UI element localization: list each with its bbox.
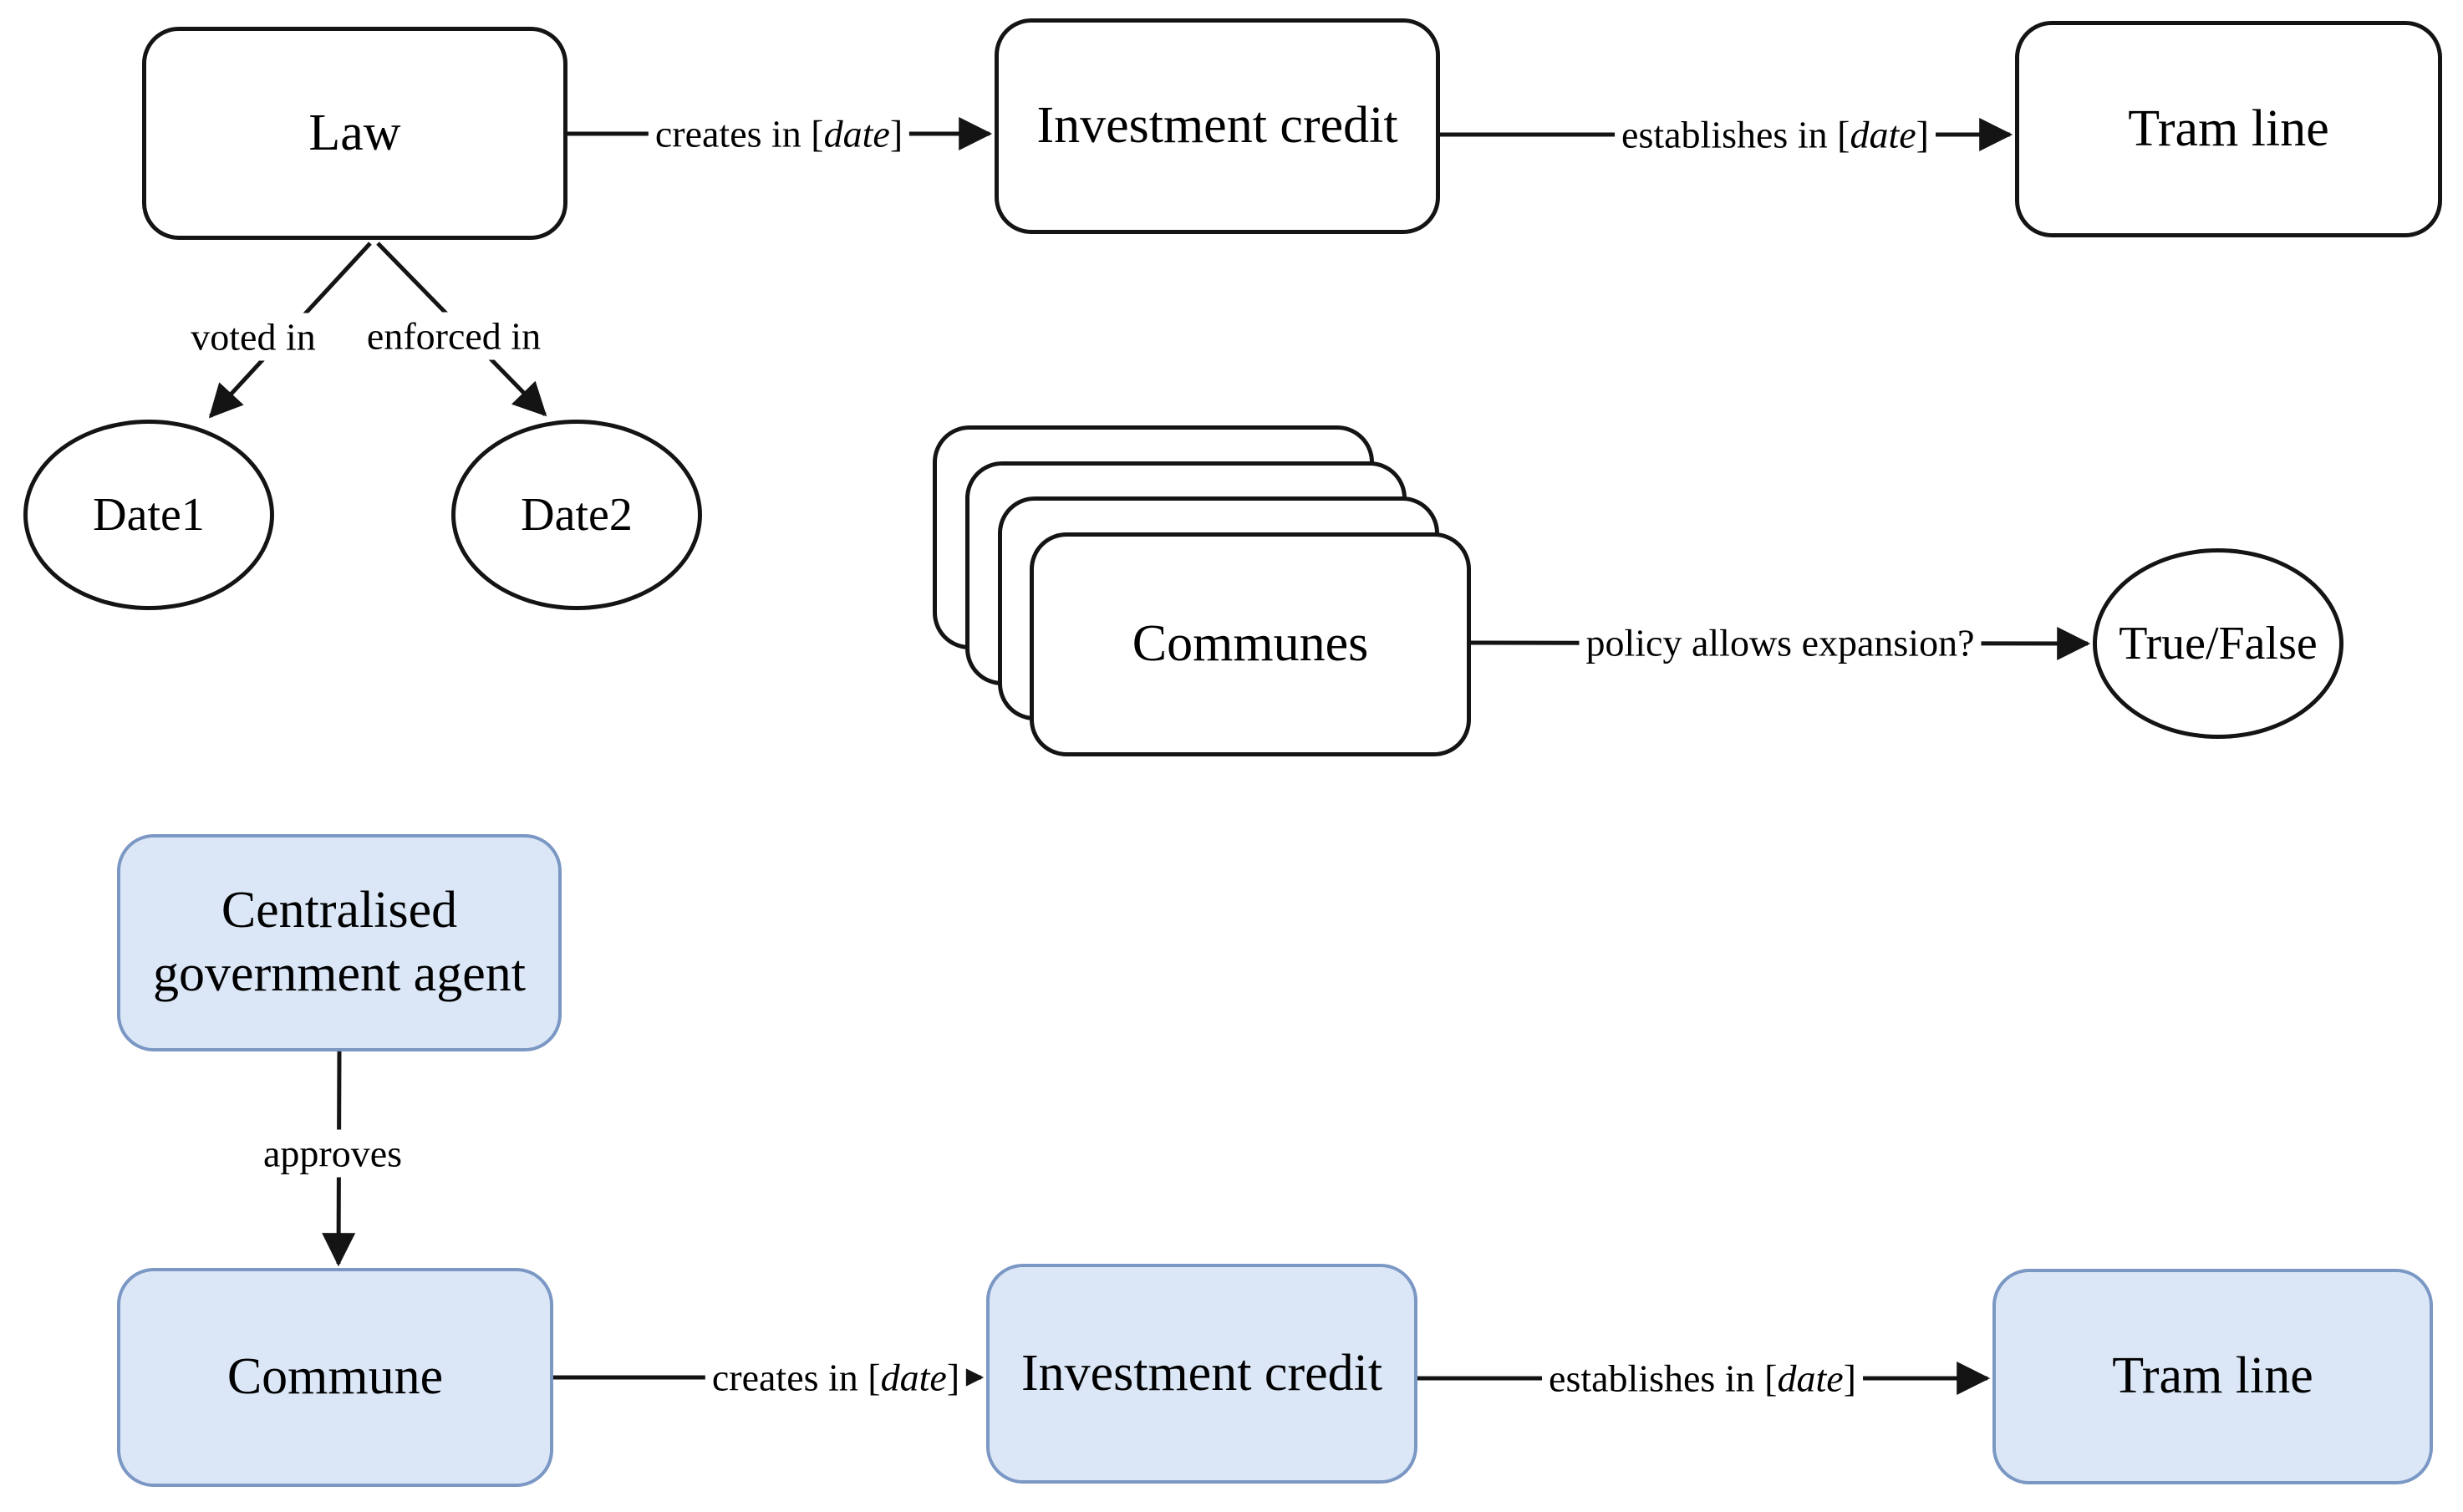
node-centralised-government-agent-label: Centralised government agent: [153, 882, 526, 1002]
node-investment-credit-top: Investment credit: [995, 18, 1440, 234]
node-date1: Date1: [23, 420, 274, 610]
edge-label-enforced-in: enforced in: [359, 312, 548, 360]
node-commune: Commune: [117, 1268, 553, 1487]
node-law-label: Law: [308, 104, 401, 161]
node-investment-credit-bottom: Investment credit: [986, 1264, 1417, 1484]
node-communes: Communes: [1030, 532, 1471, 756]
node-date1-label: Date1: [93, 488, 205, 541]
node-tram-line-top: Tram line: [2015, 21, 2442, 237]
node-tram-line-bottom-label: Tram line: [2112, 1347, 2313, 1405]
edge-label-approves: approves: [256, 1129, 410, 1178]
node-investment-credit-top-label: Investment credit: [1036, 97, 1398, 155]
node-law: Law: [142, 27, 567, 240]
edge-label-voted-in: voted in: [184, 313, 323, 361]
node-date2: Date2: [451, 420, 702, 610]
node-communes-label: Communes: [1132, 615, 1369, 673]
edge-label-establishes-in-date-bottom: establishes in [date]: [1542, 1354, 1863, 1403]
node-tram-line-bottom: Tram line: [1992, 1269, 2433, 1484]
node-date2-label: Date2: [521, 488, 633, 541]
edge-label-establishes-in-date-top: establishes in [date]: [1615, 110, 1936, 159]
edge-label-policy-allows-expansion: policy allows expansion?: [1579, 619, 1982, 667]
node-true-false: True/False: [2093, 548, 2343, 739]
node-commune-label: Commune: [226, 1348, 444, 1406]
node-centralised-government-agent: Centralised government agent: [117, 834, 562, 1051]
node-true-false-label: True/False: [2119, 617, 2318, 669]
node-investment-credit-bottom-label: Investment credit: [1020, 1344, 1383, 1402]
node-tram-line-top-label: Tram line: [2128, 99, 2329, 157]
edge-label-creates-in-date-bottom: creates in [date]: [705, 1353, 967, 1402]
edge-label-creates-in-date-top: creates in [date]: [648, 109, 910, 158]
